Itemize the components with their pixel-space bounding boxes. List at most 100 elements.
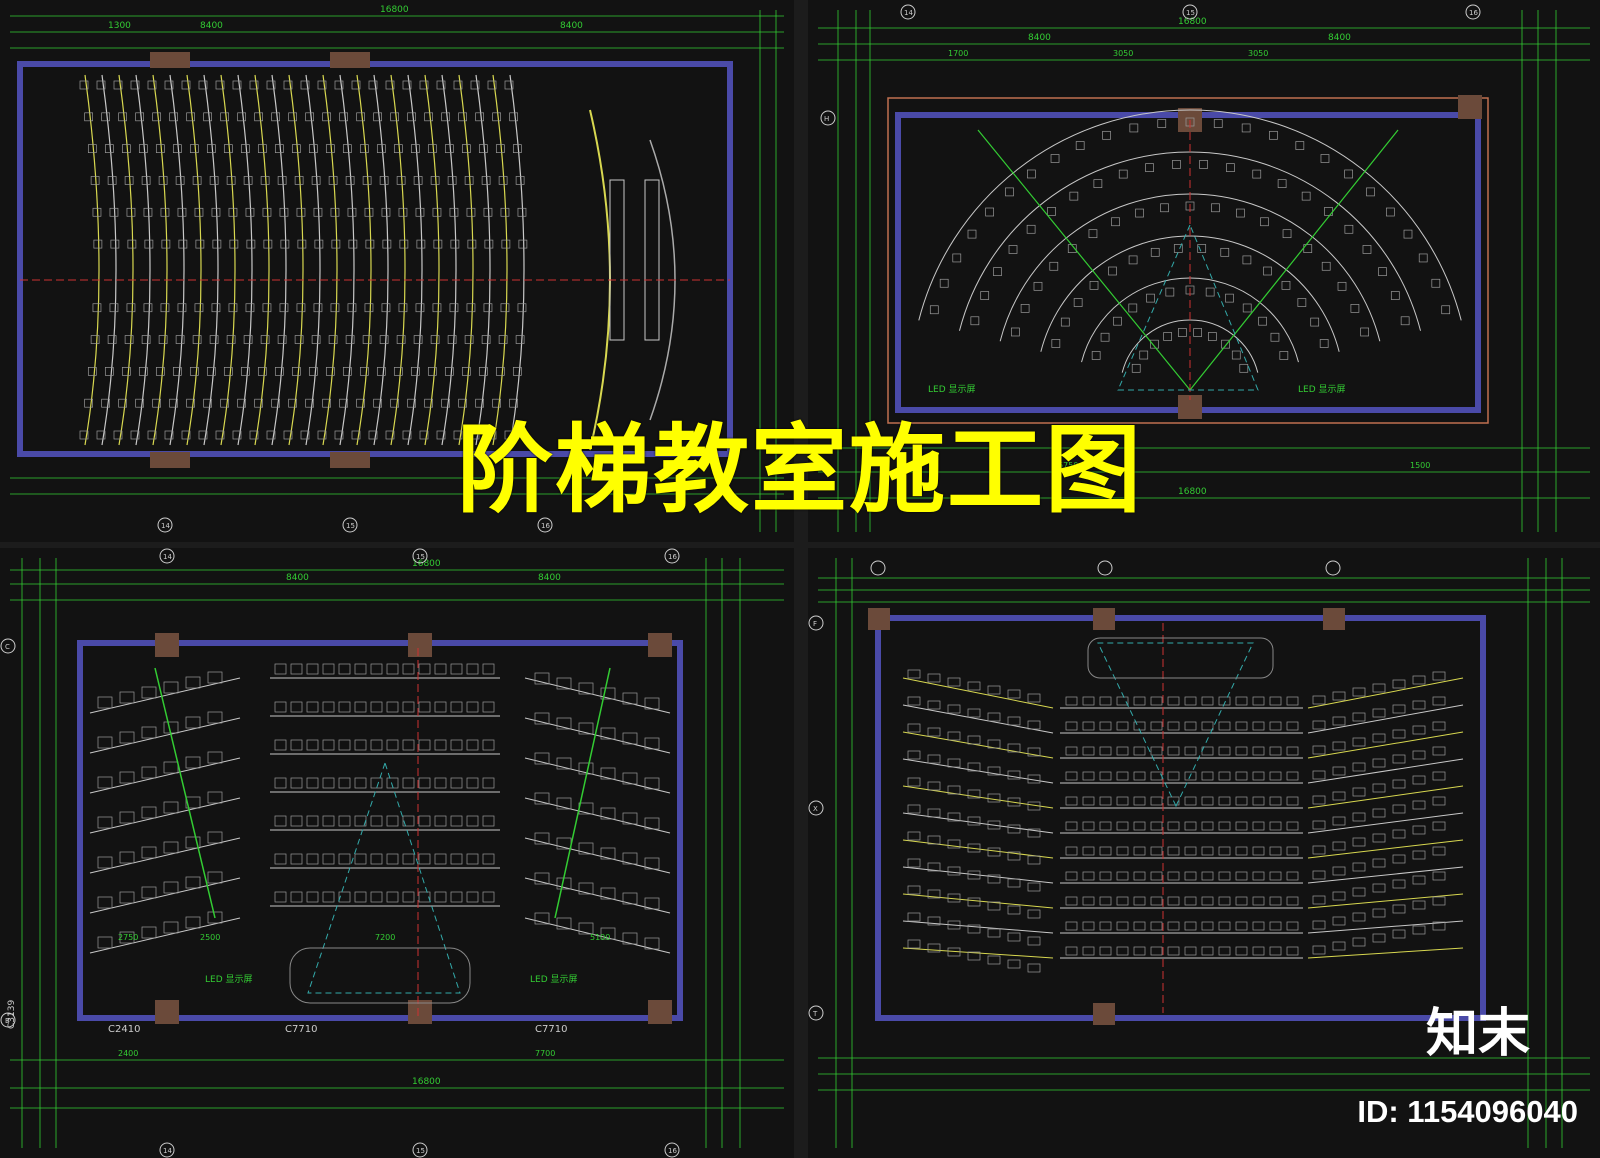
seat (1007, 689, 1021, 699)
seat (305, 398, 314, 408)
seat (1082, 896, 1095, 906)
seat (1372, 908, 1386, 918)
seat (274, 777, 287, 789)
column (1093, 1003, 1115, 1025)
seat (534, 912, 550, 925)
seat (322, 815, 335, 827)
seat (1060, 317, 1070, 327)
seat (927, 754, 941, 764)
seat (381, 207, 391, 217)
column (648, 1000, 672, 1024)
seat (1235, 946, 1248, 956)
dimension-lines (818, 558, 1590, 1148)
column (155, 1000, 179, 1024)
seat-row (322, 74, 338, 446)
seat (386, 853, 399, 865)
seat (1201, 796, 1214, 806)
seat (141, 806, 157, 819)
seat (534, 872, 550, 885)
seat (141, 846, 157, 859)
seat (907, 939, 921, 949)
dim-text: 8400 (286, 573, 309, 583)
seat (1392, 779, 1406, 789)
seat (322, 112, 331, 122)
seat (927, 862, 941, 872)
seat (354, 777, 367, 789)
seat (1332, 741, 1346, 751)
seat (1352, 837, 1366, 847)
seat (223, 367, 233, 376)
seat (1184, 696, 1197, 706)
seat (419, 430, 429, 440)
seat (347, 303, 357, 313)
seat (185, 756, 201, 769)
seat (1431, 278, 1441, 288)
seat (291, 367, 301, 376)
seat (1099, 896, 1112, 906)
seat (1286, 771, 1299, 781)
seat (410, 144, 420, 153)
seat (290, 777, 303, 789)
grid-bubble (159, 548, 175, 564)
seat (1116, 871, 1129, 881)
plan-drawing-bl: LED 显示屏 LED 显示屏 C2410 C7710 C7710 C3139 … (0, 548, 784, 1158)
seat (578, 922, 594, 935)
seat (325, 144, 335, 153)
column (408, 633, 432, 657)
seat (481, 335, 491, 344)
seat (386, 701, 399, 713)
seat (141, 335, 151, 344)
seat (1432, 921, 1446, 931)
projection-cone (1117, 223, 1259, 391)
dim-text: 8400 (560, 21, 583, 31)
seat (1252, 696, 1265, 706)
seating-rows (918, 109, 1462, 391)
seat (290, 663, 303, 675)
seat (163, 841, 179, 854)
seat (1099, 771, 1112, 781)
seat (418, 815, 431, 827)
seat (203, 398, 212, 408)
grid-bubble (1182, 4, 1198, 20)
seat (458, 112, 467, 122)
seat (359, 144, 369, 153)
seat (407, 112, 416, 122)
seat (1116, 746, 1129, 756)
seat (534, 832, 550, 845)
seat (141, 686, 157, 699)
seat (1133, 946, 1146, 956)
seat (271, 398, 280, 408)
seat (600, 847, 616, 860)
seat (450, 777, 463, 789)
seat (110, 239, 120, 249)
dim-text: 16800 (412, 559, 441, 569)
label-led: LED 显示屏 (530, 974, 578, 985)
seat (97, 736, 113, 749)
seat (152, 112, 161, 122)
column (150, 452, 190, 468)
seat (306, 891, 319, 903)
seat (450, 663, 463, 675)
seat (1269, 846, 1282, 856)
seat-row (902, 812, 1054, 834)
grid-label: T (812, 1010, 818, 1018)
seat (271, 112, 280, 122)
seat (386, 815, 399, 827)
seat (1150, 846, 1163, 856)
seat (1093, 179, 1103, 188)
seat (368, 430, 378, 440)
seat (1332, 941, 1346, 951)
seat (1269, 130, 1278, 140)
seat (107, 176, 117, 185)
seat (1352, 687, 1366, 697)
seat (1073, 298, 1083, 307)
seat (418, 739, 431, 751)
page-title: 阶梯教室施工图 (457, 414, 1143, 526)
seat (322, 891, 335, 903)
seat (1050, 154, 1060, 163)
seat (1286, 921, 1299, 931)
seat (126, 207, 136, 217)
seat-row (902, 785, 1054, 809)
seat (124, 335, 134, 344)
seat (338, 815, 351, 827)
